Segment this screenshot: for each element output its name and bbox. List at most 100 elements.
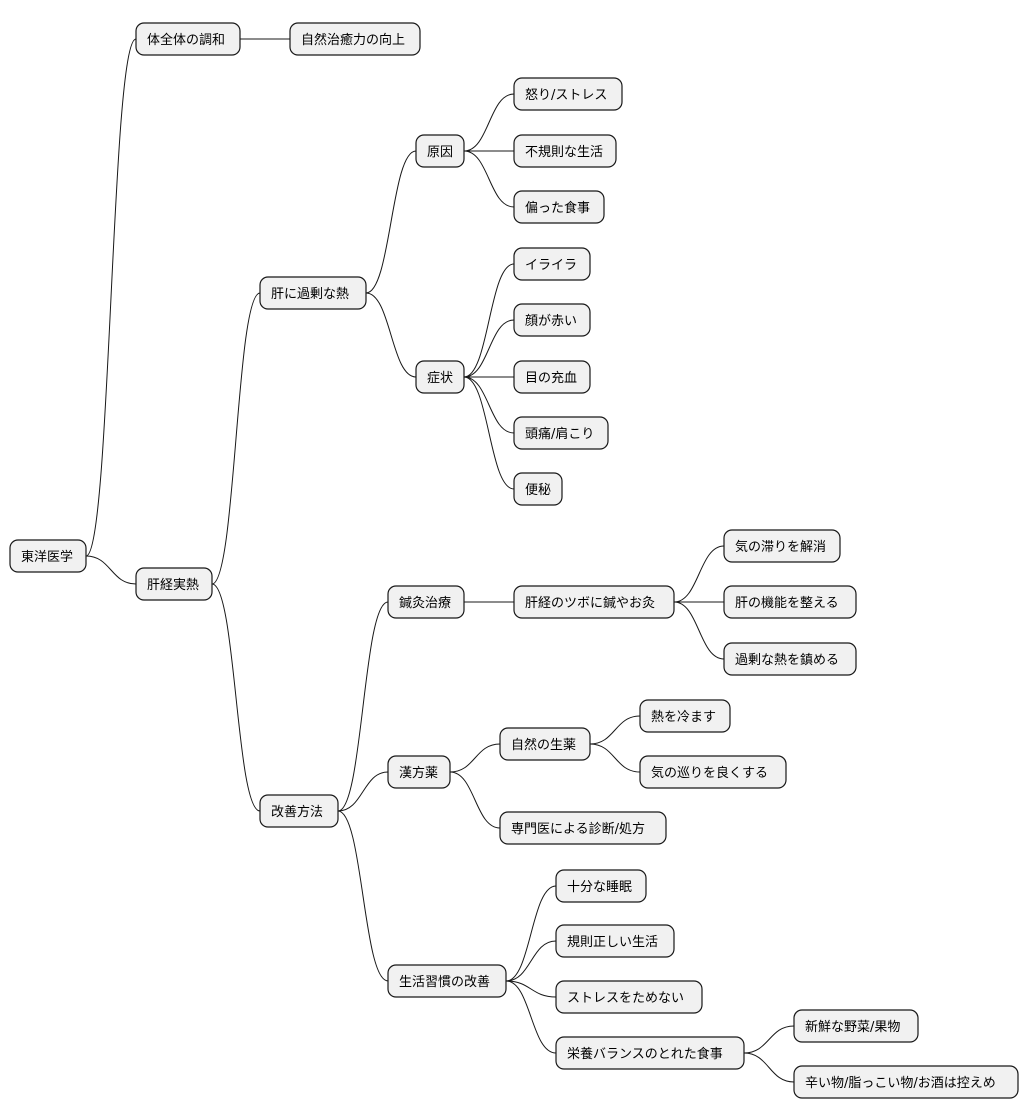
node-label-n2: 肝経実熱	[147, 577, 199, 593]
node-n223: 生活習慣の改善	[387, 964, 507, 998]
node-label-n22341: 新鮮な野菜/果物	[805, 1019, 900, 1035]
node-box-n2	[135, 567, 213, 601]
node-n1: 体全体の調和	[135, 22, 241, 56]
edge-n22-n222	[337, 771, 389, 812]
edge-n211-n2113	[463, 150, 515, 208]
mindmap-edges	[85, 38, 795, 1083]
edge-root-n2	[85, 555, 137, 585]
node-box-n2233	[555, 980, 703, 1014]
node-root: 東洋医学	[9, 539, 87, 573]
node-label-n22111: 気の滞りを解消	[735, 539, 826, 555]
edge-n2234-n22341	[743, 1025, 795, 1054]
node-box-n2221	[499, 727, 591, 761]
node-box-n212	[415, 360, 465, 394]
node-n222: 漢方薬	[387, 755, 451, 789]
edge-n2211-n22113	[673, 601, 725, 660]
node-label-n22: 改善方法	[271, 804, 323, 820]
node-box-n211	[415, 134, 465, 168]
node-label-n2124: 頭痛/肩こり	[525, 426, 594, 442]
node-box-n22111	[723, 529, 841, 563]
edge-n2234-n22342	[743, 1052, 795, 1083]
node-label-n222: 漢方薬	[399, 765, 438, 781]
node-label-n2232: 規則正しい生活	[567, 935, 658, 950]
node-n2232: 規則正しい生活	[555, 924, 675, 958]
node-box-n222	[387, 755, 451, 789]
node-label-n2121: イライラ	[525, 258, 577, 273]
node-box-n2113	[513, 190, 605, 224]
node-n2222: 専門医による診断/処方	[499, 811, 667, 845]
node-label-n211: 原因	[427, 145, 453, 160]
edge-n223-n2232	[505, 940, 557, 982]
node-label-n212: 症状	[427, 371, 453, 386]
node-box-n22112	[723, 585, 857, 619]
node-label-n21: 肝に過剰な熱	[271, 287, 349, 302]
node-box-n2222	[499, 811, 667, 845]
edge-n2211-n22111	[673, 545, 725, 603]
node-n2123: 目の充血	[513, 360, 591, 394]
edge-n212-n2124	[463, 376, 515, 434]
node-n2211: 肝経のツボに鍼やお灸	[513, 585, 675, 619]
node-label-n2233: ストレスをためない	[567, 991, 684, 1006]
node-n2124: 頭痛/肩こり	[513, 416, 609, 450]
node-n22112: 肝の機能を整える	[723, 585, 857, 619]
node-label-n2234: 栄養バランスのとれた食事	[567, 1046, 723, 1062]
edge-n212-n2125	[463, 376, 515, 490]
node-box-n22342	[793, 1065, 1019, 1099]
node-box-n22212	[639, 755, 787, 789]
node-box-n223	[387, 964, 507, 998]
node-box-n2122	[513, 303, 591, 337]
node-box-n2231	[555, 869, 647, 903]
node-n2221: 自然の生薬	[499, 727, 591, 761]
edge-n212-n2122	[463, 319, 515, 378]
node-label-n22112: 肝の機能を整える	[735, 596, 839, 611]
node-box-n2211	[513, 585, 675, 619]
node-label-n2231: 十分な睡眠	[567, 880, 632, 895]
node-label-root: 東洋医学	[21, 549, 73, 565]
edge-n222-n2221	[449, 743, 501, 773]
node-n21: 肝に過剰な熱	[259, 276, 367, 310]
node-label-n22212: 気の巡りを良くする	[651, 765, 768, 781]
node-n1a: 自然治癒力の向上	[289, 22, 421, 56]
node-label-n2211: 肝経のツボに鍼やお灸	[525, 595, 655, 611]
edge-n22-n223	[337, 810, 389, 982]
node-label-n1: 体全体の調和	[147, 32, 225, 48]
edge-n2221-n22212	[589, 743, 641, 773]
node-n2113: 偏った食事	[513, 190, 605, 224]
node-box-n21	[259, 276, 367, 310]
node-n212: 症状	[415, 360, 465, 394]
node-n2: 肝経実熱	[135, 567, 213, 601]
edge-n223-n2231	[505, 885, 557, 982]
node-label-n2112: 不規則な生活	[525, 145, 603, 160]
node-label-n2113: 偏った食事	[525, 200, 590, 216]
node-n22111: 気の滞りを解消	[723, 529, 841, 563]
node-label-n2222: 専門医による診断/処方	[511, 821, 645, 837]
edge-n223-n2233	[505, 980, 557, 998]
edge-n2221-n22211	[589, 715, 641, 745]
edge-n22-n221	[337, 601, 389, 812]
node-n22113: 過剰な熱を鎮める	[723, 642, 857, 676]
node-n2125: 便秘	[513, 472, 563, 506]
node-box-n22113	[723, 642, 857, 676]
node-n2122: 顔が赤い	[513, 303, 591, 337]
node-box-root	[9, 539, 87, 573]
edge-n2-n21	[211, 292, 261, 585]
node-box-n2112	[513, 134, 617, 168]
edge-root-n1	[85, 38, 137, 557]
node-n2112: 不規則な生活	[513, 134, 617, 168]
node-n2234: 栄養バランスのとれた食事	[555, 1036, 745, 1070]
edge-n2-n22	[211, 583, 261, 812]
node-label-n22211: 熱を冷ます	[651, 710, 716, 725]
node-box-n2232	[555, 924, 675, 958]
edge-n222-n2222	[449, 771, 501, 829]
node-label-n223: 生活習慣の改善	[399, 974, 490, 990]
node-n221: 鍼灸治療	[387, 585, 465, 619]
node-n2233: ストレスをためない	[555, 980, 703, 1014]
node-box-n2123	[513, 360, 591, 394]
node-n22342: 辛い物/脂っこい物/お酒は控えめ	[793, 1065, 1019, 1099]
node-box-n1a	[289, 22, 421, 56]
node-label-n2111: 怒り/ストレス	[525, 88, 607, 103]
node-box-n221	[387, 585, 465, 619]
node-box-n22211	[639, 699, 731, 733]
